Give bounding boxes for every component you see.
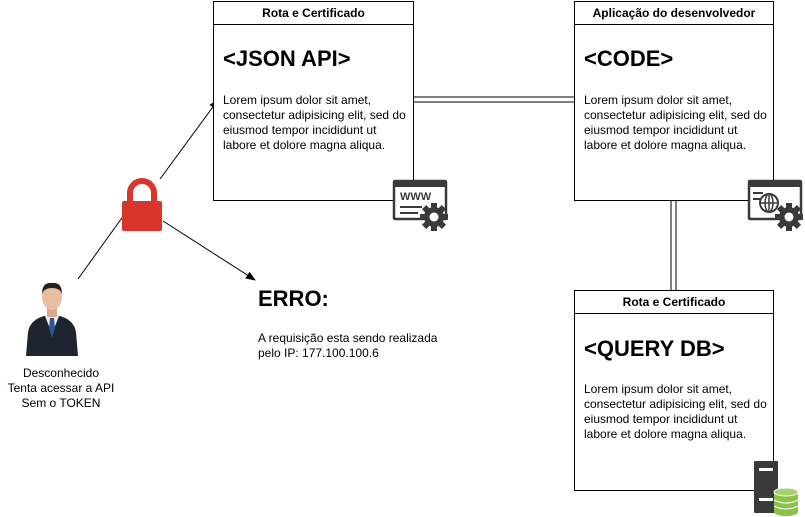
code-box[interactable]: Aplicação do desenvolvedor <CODE> Lorem … (574, 1, 774, 201)
lock-to-json-api-arrow (159, 99, 219, 180)
error-title: ERRO: (258, 286, 329, 311)
json-api-box-header: Rota e Certificado (214, 2, 413, 25)
code-box-title: <CODE> (584, 46, 674, 71)
json-api-box-text: Lorem ipsum dolor sit amet, consectetur … (223, 93, 406, 152)
json-api-box-title: <JSON API> (223, 46, 351, 71)
user-icon (26, 282, 78, 356)
person-caption: Desconhecido Tenta acessar a API Sem o T… (0, 366, 122, 411)
globe-settings-icon (747, 179, 803, 231)
query-db-box-text: Lorem ipsum dolor sit amet, consectetur … (584, 382, 767, 441)
code-box-header: Aplicação do desenvolvedor (575, 2, 773, 25)
person-caption-line: Sem o TOKEN (21, 396, 101, 410)
web-settings-icon-label: WWW (400, 191, 432, 203)
error-message: A requisição esta sendo realizada pelo I… (258, 331, 438, 360)
person-to-lock-line (77, 214, 125, 280)
database-server-icon (754, 461, 799, 516)
person-caption-line: Desconhecido (22, 366, 100, 380)
lock-icon (122, 178, 162, 231)
query-db-box-header: Rota e Certificado (575, 291, 773, 314)
code-box-text: Lorem ipsum dolor sit amet, consectetur … (584, 93, 767, 152)
lock-to-error-arrow (162, 220, 256, 281)
web-settings-icon: WWW (392, 179, 448, 231)
person-caption-line: Tenta acessar a API (7, 381, 115, 395)
query-db-box[interactable]: Rota e Certificado <QUERY DB> Lorem ipsu… (574, 290, 774, 491)
json-api-box[interactable]: Rota e Certificado <JSON API> Lorem ipsu… (213, 1, 414, 201)
query-db-box-title: <QUERY DB> (584, 336, 725, 361)
